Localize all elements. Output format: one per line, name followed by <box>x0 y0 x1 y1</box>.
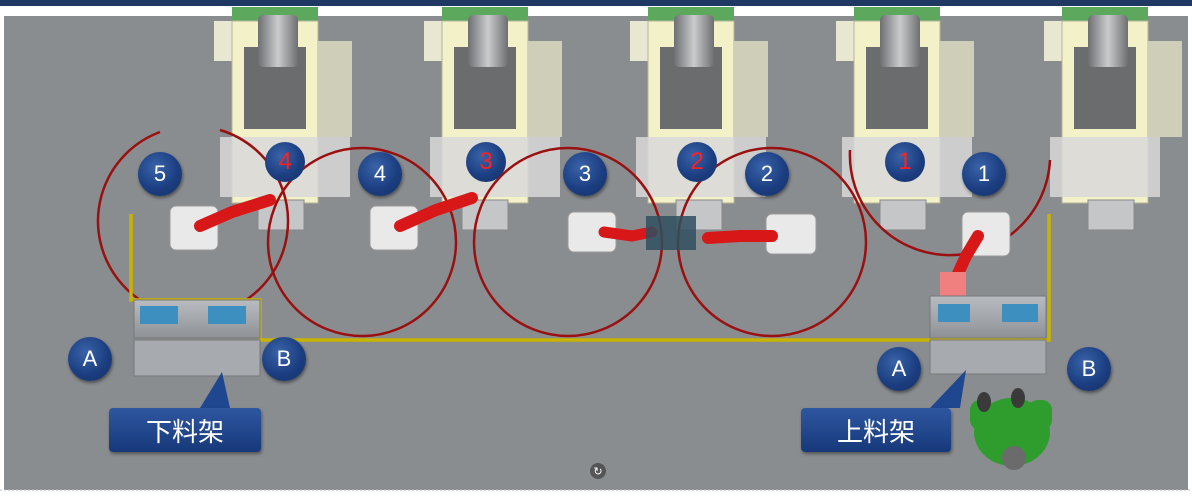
robot-1 <box>940 211 1011 298</box>
robot-3 <box>567 211 696 253</box>
robot-5 <box>169 194 276 251</box>
unload-rack-side-a: A <box>68 337 112 381</box>
robot-number-badge: 2 <box>745 152 789 196</box>
robot-number-badge: 4 <box>358 152 402 196</box>
unload-rack <box>133 299 261 377</box>
machine-number-badge: 3 <box>466 142 506 182</box>
fixture-plate <box>675 199 723 231</box>
load-rack-side-b: B <box>1067 347 1111 391</box>
reach-circle-1 <box>848 149 1052 257</box>
robot-reach-circles <box>96 128 1052 338</box>
window-top-bar <box>0 0 1192 6</box>
machine-number-badge: 2 <box>677 142 717 182</box>
reach-circle-4 <box>266 146 458 338</box>
fixture-plate <box>879 199 927 231</box>
load-label-pointer <box>930 370 966 408</box>
fixture-plate <box>1087 199 1135 231</box>
robot-number-badge: 3 <box>563 152 607 196</box>
unload-rack-side-b: B <box>262 337 306 381</box>
robot-4 <box>369 192 478 251</box>
machine-number-badge: 4 <box>265 142 305 182</box>
unload-label-pointer <box>200 372 230 408</box>
robot-2 <box>702 213 817 255</box>
load-rack-side-a: A <box>877 347 921 391</box>
load-rack <box>929 295 1047 375</box>
load-rack-label: 上料架 <box>801 408 951 452</box>
machine-number-badge: 1 <box>885 142 925 182</box>
robot-number-badge: 1 <box>962 152 1006 196</box>
robot-number-badge: 5 <box>138 152 182 196</box>
rotate-icon[interactable]: ↻ <box>590 463 606 479</box>
machine-5 <box>1044 7 1182 204</box>
unload-rack-label: 下料架 <box>109 408 261 452</box>
operator <box>970 388 1052 470</box>
